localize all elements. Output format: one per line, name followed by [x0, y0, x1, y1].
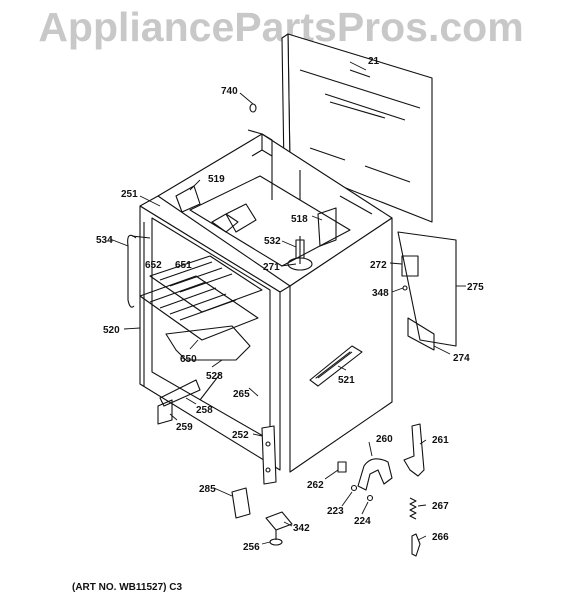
part-label: 275: [467, 282, 484, 293]
rod: [411, 533, 421, 557]
art-number: (ART NO. WB11527) C3: [72, 582, 183, 593]
part-label: 223: [327, 506, 344, 517]
part-label: 519: [208, 174, 225, 185]
part-labels: 21 740 519 251 518 534 532 652 651 271 2…: [96, 56, 484, 553]
part-label: 252: [232, 430, 249, 441]
part-label: 251: [121, 189, 138, 200]
part-label: 271: [263, 262, 280, 273]
part-label: 256: [243, 542, 260, 553]
oven-racks: [139, 255, 263, 361]
part-label: 518: [291, 214, 308, 225]
lower-brackets: [157, 373, 221, 425]
screw-224: [366, 494, 374, 502]
spring: [409, 497, 417, 520]
part-label: 740: [221, 86, 238, 97]
part-label: 262: [307, 480, 324, 491]
part-label: 650: [180, 354, 197, 365]
watermark: AppliancePartsPros.com: [38, 4, 524, 50]
bracket-285: [231, 487, 251, 519]
part-label: 266: [432, 532, 449, 543]
part-label: 285: [199, 484, 216, 495]
part-label: 21: [368, 56, 380, 67]
screw-223: [350, 484, 358, 492]
part-label: 265: [233, 389, 250, 400]
part-label: 267: [432, 501, 449, 512]
part-label: 259: [176, 422, 193, 433]
part-label: 348: [372, 288, 389, 299]
leader-lines: [109, 61, 466, 545]
part-label: 258: [196, 405, 213, 416]
part-label: 272: [370, 260, 387, 271]
part-label: 342: [293, 523, 310, 534]
door-gasket: [127, 234, 151, 308]
clip-part: [337, 461, 347, 473]
leveler-plate: [265, 511, 293, 531]
part-label: 274: [453, 353, 470, 364]
part-label: 520: [103, 325, 120, 336]
hinge: [357, 458, 393, 491]
side-channel: [397, 231, 457, 351]
part-label: 534: [96, 235, 113, 246]
cabinet-body: [139, 103, 393, 473]
hinge-arm: [403, 423, 425, 477]
hinge-plate: [261, 425, 277, 485]
part-label: 521: [338, 375, 355, 386]
part-label: 260: [376, 434, 393, 445]
part-label: 528: [206, 371, 223, 382]
part-label: 532: [264, 236, 281, 247]
part-label: 224: [354, 516, 371, 527]
part-label: 651: [175, 260, 192, 271]
part-label: 261: [432, 435, 449, 446]
part-label: 652: [145, 260, 162, 271]
